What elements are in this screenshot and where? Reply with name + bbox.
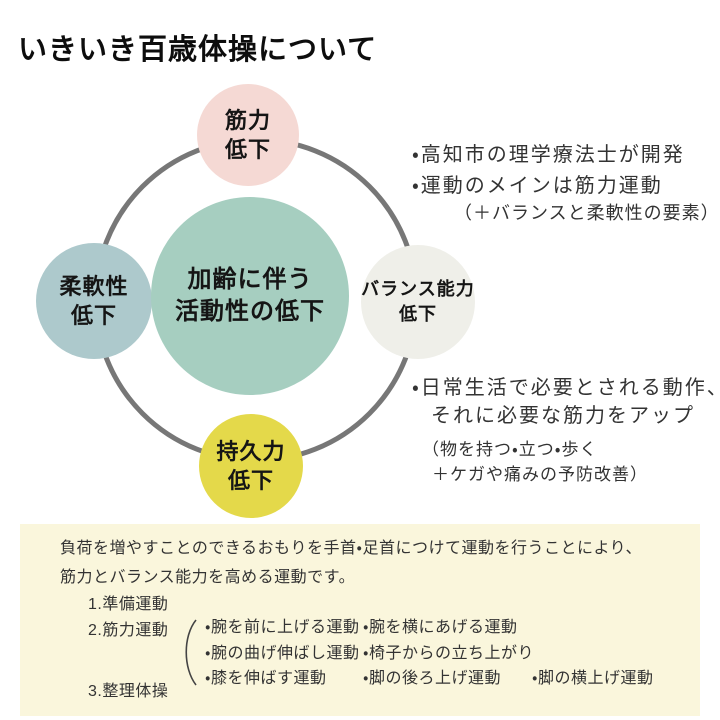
note-line: （物を持つ・立つ・歩く xyxy=(422,440,598,459)
circle-label: 加齢に伴う 活動性の低下 xyxy=(175,266,325,325)
circle-label: バランス能力 低下 xyxy=(361,279,475,324)
panel-intro-line: 負荷を増やすことのできるおもりを手首・足首につけて運動を行うことにより、 xyxy=(60,540,643,557)
circle-label: 筋力 低下 xyxy=(224,108,271,162)
note-line: ・運動のメインは筋力運動 xyxy=(412,175,663,197)
notes-development: ・高知市の理学療法士が開発 ・運動のメインは筋力運動 （＋バランスと柔軟性の要素… xyxy=(412,138,719,228)
note-line: ・高知市の理学療法士が開発 xyxy=(412,144,685,166)
note-line: それに必要な筋力をアップ xyxy=(431,405,695,427)
step-cooldown: 3.整理体操 xyxy=(88,683,169,700)
note-line: ・日常生活で必要とされる動作、 xyxy=(412,377,720,399)
panel-intro-line: 筋力とバランス能力を高める運動です。 xyxy=(60,569,356,586)
note-line: （＋バランスと柔軟性の要素） xyxy=(454,203,720,223)
exercise-item: ・脚の横上げ運動 xyxy=(532,670,654,687)
exercise-item: ・椅子からの立ち上がり xyxy=(363,645,534,662)
step-warmup: 1.準備運動 xyxy=(88,596,169,613)
summary-panel: 負荷を増やすことのできるおもりを手首・足首につけて運動を行うことにより、 筋力と… xyxy=(20,524,700,716)
circle-aging-activity-decline: 加齢に伴う 活動性の低下 xyxy=(151,197,349,395)
circle-flexibility-decline: 柔軟性 低下 xyxy=(36,243,152,359)
exercise-item: ・腕を横にあげる運動 xyxy=(363,619,518,636)
circle-muscle-decline: 筋力 低下 xyxy=(197,84,299,186)
exercise-item: ・腕の曲げ伸ばし運動 xyxy=(205,645,360,662)
exercise-item: ・膝を伸ばす運動 xyxy=(205,670,327,687)
brace-icon xyxy=(185,619,197,686)
circle-label: 柔軟性 低下 xyxy=(59,274,129,328)
note-line: ＋ケガや痛みの予防改善） xyxy=(432,465,648,484)
circle-endurance-decline: 持久力 低下 xyxy=(199,414,303,518)
notes-daily-life: ・日常生活で必要とされる動作、 それに必要な筋力をアップ （物を持つ・立つ・歩く… xyxy=(412,371,720,491)
circle-label: 持久力 低下 xyxy=(216,439,286,493)
exercise-item: ・脚の後ろ上げ運動 xyxy=(363,670,501,687)
circle-balance-decline: バランス能力 低下 xyxy=(361,245,475,359)
step-strength: 2.筋力運動 xyxy=(88,622,169,639)
exercise-item: ・腕を前に上げる運動 xyxy=(205,619,360,636)
page-title: いきいき百歳体操について xyxy=(18,34,378,66)
